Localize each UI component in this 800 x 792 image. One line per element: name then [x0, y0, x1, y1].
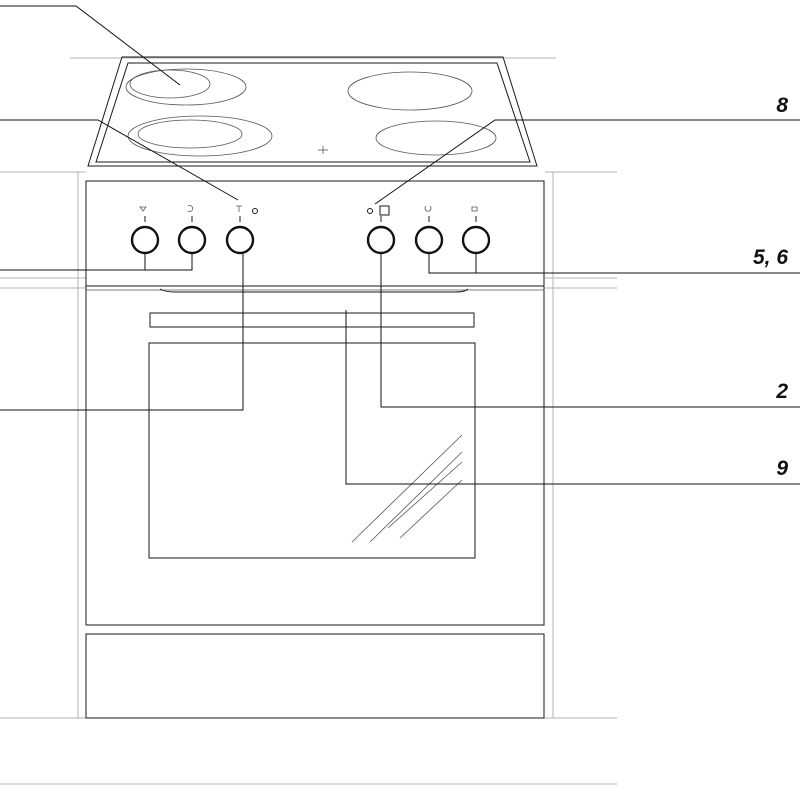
door-top-edge: [86, 285, 544, 293]
storage-drawer[interactable]: [85, 633, 545, 719]
cooking-zone-front-right: [375, 120, 497, 156]
cooking-zone-front-left: [127, 115, 273, 157]
knob-oven-function[interactable]: [366, 225, 396, 255]
knob-thermostat[interactable]: [414, 225, 444, 255]
callout-5-6: 5, 6: [753, 246, 788, 269]
indicator-lamp-right: [367, 208, 373, 214]
knob-hob-4[interactable]: [461, 225, 491, 255]
cabinet-outline: [0, 57, 617, 785]
callout-8: 8: [776, 94, 788, 117]
indicator-lamp-left: [252, 208, 258, 214]
oven-front: [85, 180, 545, 626]
knob-hob-2[interactable]: [177, 225, 207, 255]
cooking-zone-rear-right: [347, 71, 473, 111]
callout-9: 9: [776, 457, 788, 480]
knob-hob-3[interactable]: [225, 225, 255, 255]
door-handle[interactable]: [149, 312, 475, 328]
oven-function-symbol: [379, 205, 390, 216]
tick-marks: [144, 216, 477, 222]
knob-hob-1[interactable]: [130, 225, 160, 255]
control-panel: [139, 205, 478, 222]
leader-lines: [0, 5, 800, 485]
callout-2: 2: [775, 380, 788, 403]
hob: [87, 56, 538, 167]
oven-door-window: [148, 342, 476, 559]
cooking-zone-rear-left: [125, 68, 247, 106]
